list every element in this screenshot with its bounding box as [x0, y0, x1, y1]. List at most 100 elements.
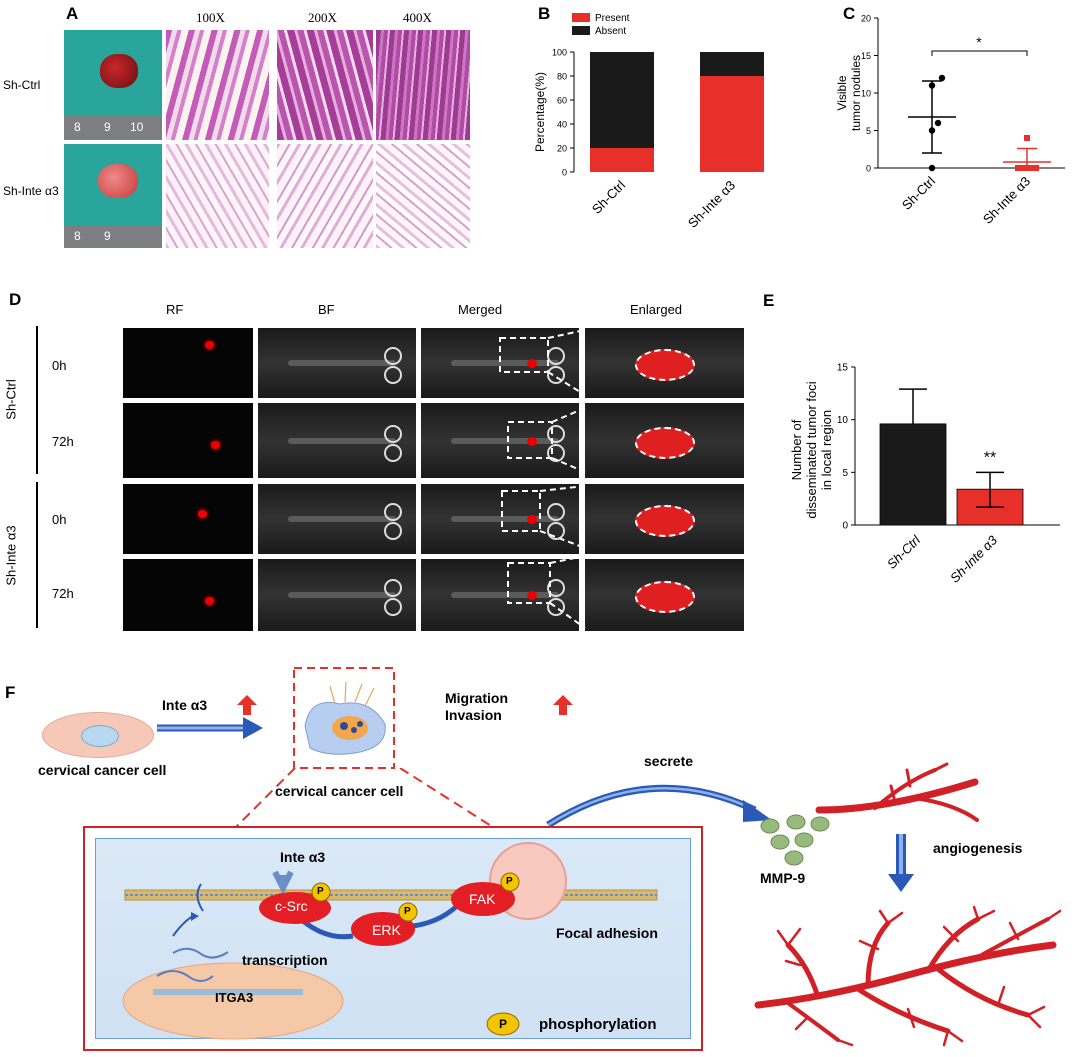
label-focal-adhesion: Focal adhesion: [556, 925, 658, 941]
p-badge: P: [404, 906, 411, 917]
p-legend-badge: P: [499, 1017, 508, 1031]
significance-label: *: [976, 34, 982, 50]
bf-image: [258, 484, 416, 554]
cancer-cell-icon: [42, 712, 154, 758]
y-tick-label: 10: [861, 89, 871, 99]
p-badge: P: [506, 876, 513, 887]
he-stain-sh-inte-400x: [376, 144, 470, 248]
col-header-rf: RF: [166, 302, 184, 317]
y-tick-label: 15: [837, 363, 849, 374]
col-header-merged: Merged: [458, 302, 503, 317]
mag-400x: 400X: [403, 10, 432, 25]
y-tick-label: 20: [861, 14, 871, 24]
bf-image: [258, 328, 416, 398]
panel-label-c: C: [843, 4, 856, 23]
significance-bracket: [931, 50, 1028, 56]
significance-label: **: [984, 449, 996, 466]
label-erk: ERK: [372, 922, 401, 938]
rf-image: [123, 559, 253, 631]
y-axis-label: Percentage(%): [533, 72, 547, 152]
y-tick-label: 0: [842, 521, 848, 532]
bar-present: [590, 148, 654, 172]
legend-swatch: [572, 26, 590, 35]
y-tick-label: 80: [557, 72, 567, 82]
y-tick-label: 40: [557, 120, 567, 130]
down-arrow-icon: [888, 834, 914, 892]
y-tick-label: 100: [552, 48, 567, 58]
ruler-number-10: 10: [130, 120, 144, 134]
y-tick-label: 0: [562, 168, 567, 178]
legend-label: Absent: [595, 26, 626, 37]
data-point: [928, 127, 936, 134]
legend-swatch: [572, 13, 590, 22]
label-cervical-cancer-cell-left: cervical cancer cell: [38, 762, 167, 778]
y-axis-label: Visibletumor nodules: [835, 55, 863, 131]
label-fak: FAK: [469, 891, 496, 907]
y-tick-label: 20: [557, 144, 567, 154]
zoom-lines: [226, 768, 508, 837]
up-arrow-icon: [553, 695, 573, 715]
rf-image: [123, 484, 253, 554]
panel-label-d: D: [9, 290, 22, 309]
lung-photo-sh-inte: 8 9: [64, 144, 162, 248]
label-angiogenesis: angiogenesis: [933, 840, 1023, 856]
blood-vessel-small-icon: [815, 762, 979, 822]
data-point: [928, 82, 936, 89]
group-bracket: [36, 326, 38, 474]
x-tick-label: Sh-Ctrl: [884, 532, 924, 572]
ruler-number-8: 8: [74, 120, 81, 134]
panel-label-b: B: [538, 4, 551, 23]
label-mmp9: MMP-9: [760, 870, 806, 886]
group-bracket: [36, 482, 38, 628]
data-point: [928, 164, 936, 172]
signaling-pathway: [122, 842, 658, 1040]
time-label: 72h: [52, 586, 74, 601]
label-phosphorylation: phosphorylation: [539, 1016, 657, 1033]
label-invasion: Invasion: [445, 707, 502, 723]
panel-label-a: A: [66, 4, 79, 23]
y-tick-label: 5: [866, 126, 871, 136]
label-itga3: ITGA3: [215, 990, 254, 1005]
bf-image: [258, 403, 416, 478]
signaling-inset: [83, 826, 703, 1051]
curved-arrow-icon: [546, 784, 772, 828]
row-label-sh-ctrl: Sh-Ctrl: [3, 78, 41, 92]
enlarged-image: [585, 328, 744, 398]
mag-100x: 100X: [196, 10, 225, 25]
data-point: [1024, 135, 1030, 141]
label-c-src: c-Src: [275, 898, 308, 914]
bf-image: [258, 559, 416, 631]
col-header-bf: BF: [318, 302, 335, 317]
lung-specimen: [100, 54, 138, 88]
y-tick-label: 5: [842, 468, 848, 479]
migrating-cell-icon: [293, 667, 395, 769]
ruler-number-8: 8: [74, 229, 81, 243]
nucleus-icon: [81, 725, 119, 747]
data-point: [934, 119, 942, 127]
enlarged-image: [585, 484, 744, 554]
he-stain-sh-ctrl-400x: [376, 30, 470, 140]
data-point: [938, 74, 946, 82]
mmp9-granules-icon: [760, 814, 830, 866]
data-point: [1027, 165, 1033, 171]
label-secrete: secrete: [644, 753, 694, 769]
y-tick-label: 10: [837, 415, 849, 426]
label-migration: Migration: [445, 690, 508, 706]
bar-present: [700, 76, 764, 172]
blood-vessel-network-icon: [754, 905, 1062, 1047]
lung-specimen: [98, 164, 138, 198]
merged-image: [421, 559, 579, 631]
he-stain-sh-ctrl-100x: [166, 30, 269, 140]
mag-200x: 200X: [308, 10, 337, 25]
he-stain-sh-ctrl-200x: [277, 30, 373, 140]
panel-label-f: F: [5, 683, 16, 702]
time-label: 0h: [52, 512, 67, 527]
label-inte-a3: Inte α3: [162, 697, 208, 713]
y-tick-label: 0: [866, 164, 871, 174]
enlarged-image: [585, 559, 744, 631]
bar-absent: [590, 52, 654, 148]
enlarged-image: [585, 403, 744, 478]
